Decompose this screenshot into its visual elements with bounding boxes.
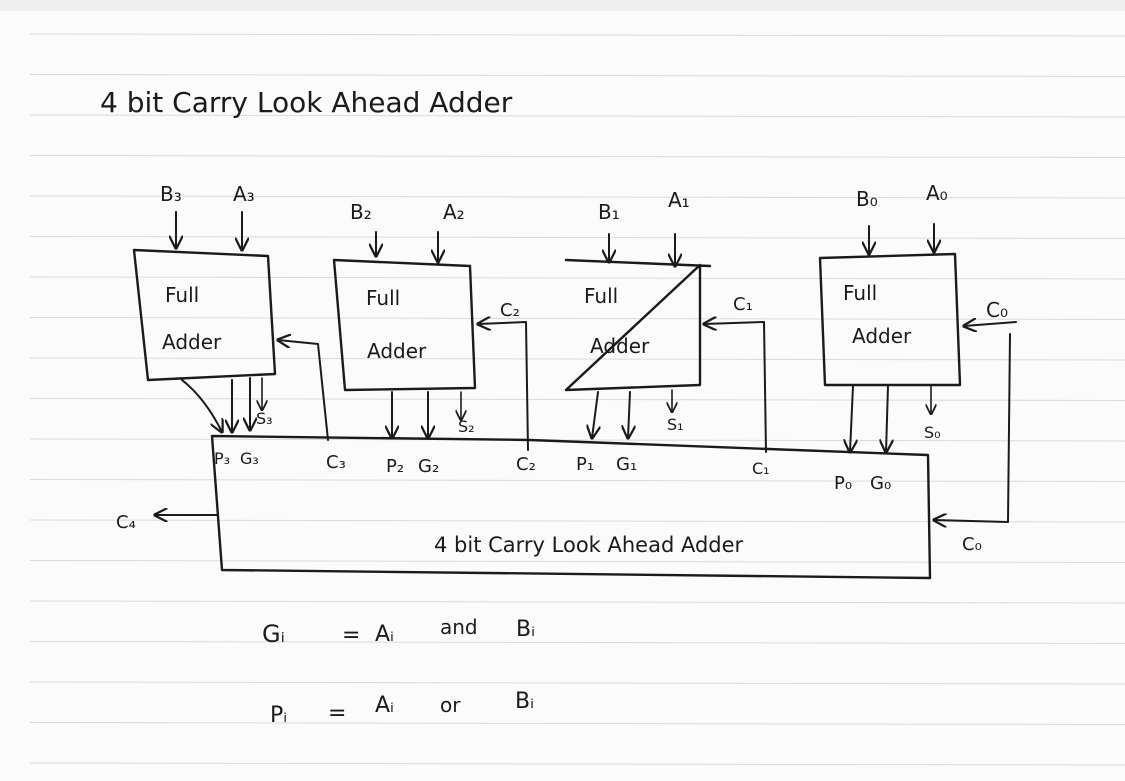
ruled-line — [29, 74, 1125, 77]
ruled-line — [29, 155, 1125, 158]
sum-s0: S₀ — [924, 423, 941, 442]
full-adder-0-label-2: Adder — [852, 324, 912, 348]
port-c3: C₃ — [326, 452, 346, 473]
port-c2: C₂ — [516, 454, 536, 475]
full-adder-3-label-1: Full — [165, 283, 199, 307]
ruled-line — [29, 681, 1125, 685]
cla-carry-in-c0: C₀ — [962, 534, 982, 555]
formula-g-lhs: Gᵢ — [262, 620, 285, 648]
full-adder-2-label-2: Adder — [367, 339, 427, 363]
port-g1: G₁ — [616, 454, 637, 475]
ruled-line — [29, 236, 1125, 239]
ruled-line — [29, 276, 1125, 280]
full-adder-2: B₂ A₂ Full Adder S₂ C₂ — [332, 200, 520, 438]
input-b0: B₀ — [856, 187, 878, 211]
formula-g-b: Bᵢ — [516, 617, 535, 642]
ruled-line — [29, 33, 1125, 37]
port-p3: P₃ — [214, 449, 230, 468]
full-adder-0-box — [818, 252, 962, 387]
input-b3: B₃ — [160, 182, 182, 206]
full-adder-3-box — [132, 248, 277, 382]
sum-s2: S₂ — [458, 417, 475, 436]
formula-g: Gᵢ = Aᵢ and Bᵢ — [262, 615, 535, 648]
ruled-line — [29, 357, 1125, 361]
wire-c2 — [478, 322, 529, 451]
ruled-line — [29, 762, 1125, 766]
formula-p-lhs: Pᵢ — [270, 703, 287, 728]
cla-block-label: 4 bit Carry Look Ahead Adder — [434, 533, 744, 557]
input-a0: A₀ — [926, 181, 948, 205]
input-b2: B₂ — [350, 200, 372, 224]
port-c1: C₁ — [752, 459, 770, 478]
page-title: 4 bit Carry Look Ahead Adder — [100, 86, 513, 119]
formula-g-eq: = — [342, 623, 360, 648]
input-a2: A₂ — [443, 200, 465, 224]
full-adder-1-box — [564, 258, 712, 392]
port-g3: G₃ — [240, 449, 259, 468]
ruled-line — [29, 722, 1125, 725]
ruled-line — [29, 641, 1125, 644]
ruled-line — [29, 479, 1125, 482]
full-adder-3: B₃ A₃ Full Adder S₃ — [132, 182, 277, 432]
port-g2: G₂ — [418, 456, 439, 477]
sum-s3: S₃ — [256, 409, 273, 428]
full-adder-1-label-1: Full — [584, 284, 618, 308]
wire-c3 — [278, 340, 329, 441]
carry-out-c4: C₄ — [116, 512, 136, 533]
input-b1: B₁ — [598, 200, 620, 224]
ruled-line — [29, 114, 1125, 118]
carry-in-c2: C₂ — [500, 300, 520, 321]
ruled-lines — [29, 33, 1125, 766]
formula-p-op: or — [440, 693, 461, 717]
cla-block: P₃ G₃ C₃ P₂ G₂ C₂ P₁ G₁ C₁ P₀ G₀ 4 bit C… — [116, 434, 982, 580]
cla-block-box — [210, 434, 932, 580]
full-adder-3-label-2: Adder — [162, 330, 222, 354]
carry-wires — [278, 322, 1017, 522]
port-p1: P₁ — [576, 454, 594, 475]
port-p0: P₀ — [834, 473, 852, 494]
formula-g-a: Aᵢ — [375, 622, 394, 647]
port-p2: P₂ — [386, 456, 404, 477]
top-bar — [0, 0, 1125, 11]
carry-in-c1: C₁ — [733, 294, 753, 315]
input-a1: A₁ — [668, 188, 690, 212]
formula-g-op: and — [440, 615, 478, 639]
formula-p-b: Bᵢ — [515, 689, 534, 714]
sum-s1: S₁ — [667, 415, 684, 434]
wire-c0-cla — [934, 333, 1011, 522]
full-adder-0: B₀ A₀ Full Adder S₀ C₀ — [818, 181, 1008, 452]
wire-c1 — [704, 322, 767, 453]
full-adder-0-label-1: Full — [843, 281, 877, 305]
formula-p-eq: = — [328, 701, 346, 726]
full-adder-2-box — [332, 258, 477, 392]
input-a3: A₃ — [233, 182, 255, 206]
port-g0: G₀ — [870, 473, 891, 494]
ruled-line — [29, 195, 1125, 199]
wire-c0-fa — [964, 322, 1017, 326]
ruled-line — [29, 317, 1125, 320]
ruled-line — [29, 398, 1125, 401]
full-adder-1: B₁ A₁ Full Adder S₁ C₁ — [564, 188, 753, 438]
formula-p: Pᵢ = Aᵢ or Bᵢ — [270, 689, 534, 728]
formula-p-a: Aᵢ — [375, 693, 394, 718]
ruled-line — [29, 600, 1125, 604]
carry-in-c0: C₀ — [986, 298, 1008, 322]
full-adder-1-label-2: Adder — [590, 334, 650, 358]
ruled-line — [29, 560, 1125, 563]
full-adder-2-label-1: Full — [366, 286, 400, 310]
